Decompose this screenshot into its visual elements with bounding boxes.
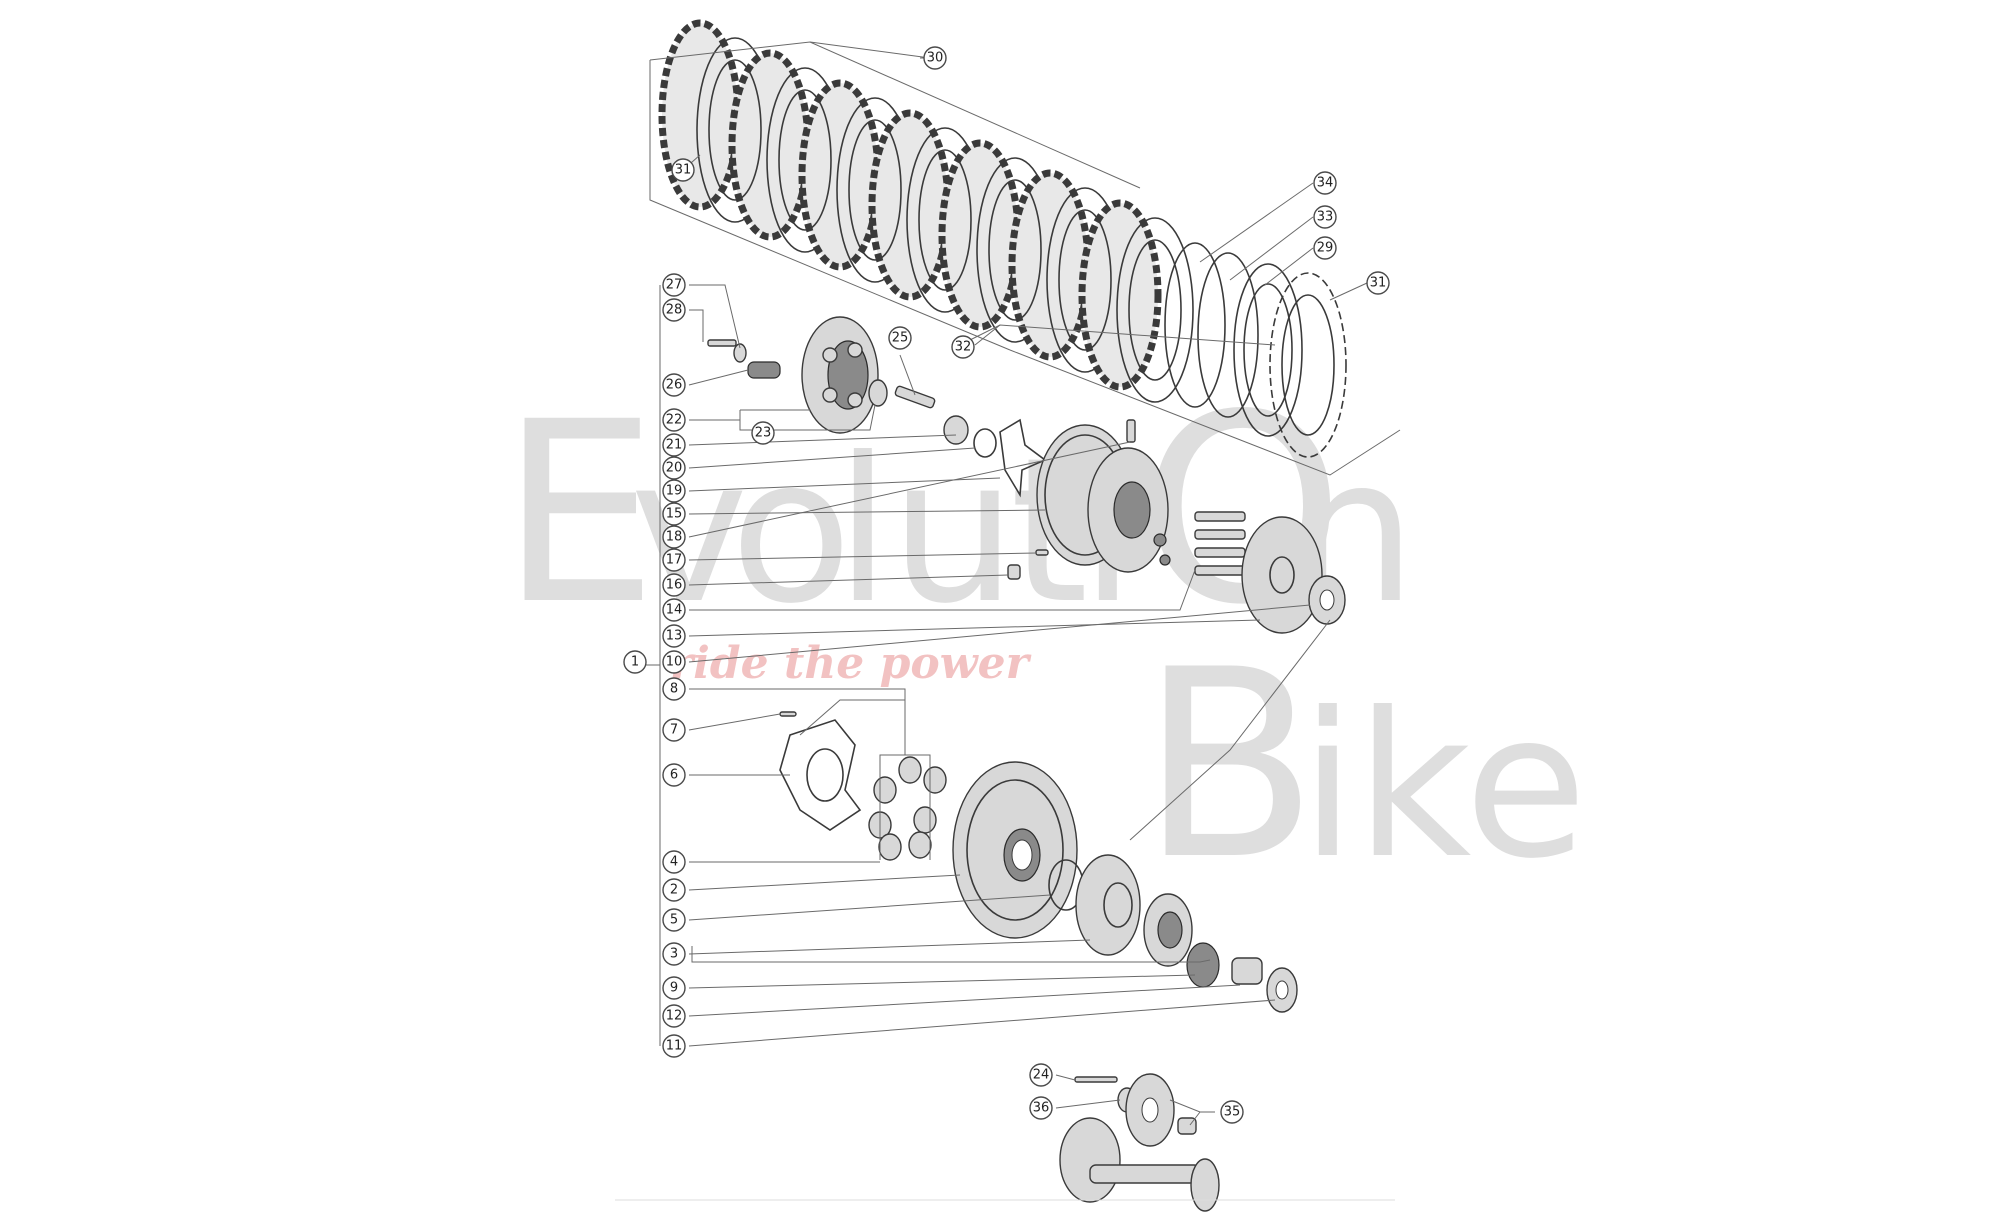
callout-31-left: 31 [671, 158, 695, 182]
watermark-letter-l: l [835, 415, 891, 648]
watermark-letter-e: E [500, 368, 658, 659]
watermark-letter-b: B [1140, 615, 1318, 917]
svg-text:2: 2 [670, 883, 678, 898]
svg-text:6: 6 [670, 768, 678, 783]
svg-text:8: 8 [670, 682, 678, 697]
svg-text:10: 10 [666, 655, 683, 670]
callout-27: 27 [662, 273, 686, 297]
svg-text:34: 34 [1317, 176, 1334, 191]
callout-2: 2 [662, 878, 686, 902]
svg-text:12: 12 [666, 1009, 683, 1024]
svg-text:15: 15 [666, 507, 683, 522]
svg-text:33: 33 [1317, 210, 1334, 225]
svg-text:22: 22 [666, 413, 683, 428]
callout-8: 8 [662, 677, 686, 701]
svg-text:30: 30 [927, 51, 944, 66]
svg-text:31: 31 [1370, 276, 1387, 291]
svg-text:17: 17 [666, 553, 683, 568]
callout-30: 30 [923, 46, 947, 70]
callout-12: 12 [662, 1004, 686, 1028]
lower-gear-group [1059, 1073, 1220, 1212]
callout-11: 11 [662, 1034, 686, 1058]
callout-29: 29 [1313, 236, 1337, 260]
svg-text:32: 32 [955, 340, 972, 355]
svg-text:23: 23 [755, 426, 772, 441]
callout-21: 21 [662, 433, 686, 457]
callout-5: 5 [662, 908, 686, 932]
inner-hub-group [943, 415, 1346, 634]
svg-text:25: 25 [892, 331, 909, 346]
callout-25: 25 [888, 326, 912, 350]
svg-text:20: 20 [666, 461, 683, 476]
callout-32: 32 [951, 335, 975, 359]
outer-basket-group [779, 711, 1298, 1013]
callout-23: 23 [751, 421, 775, 445]
svg-text:11: 11 [666, 1039, 683, 1054]
callout-3: 3 [662, 942, 686, 966]
callout-1: 1 [623, 650, 647, 674]
callout-36: 36 [1029, 1096, 1053, 1120]
callout-20: 20 [662, 456, 686, 480]
svg-text:1: 1 [631, 655, 639, 670]
svg-text:36: 36 [1033, 1101, 1050, 1116]
watermark-tagline: ride the power [670, 638, 1032, 689]
svg-text:16: 16 [666, 578, 683, 593]
leader-lines [635, 57, 1368, 1126]
callout-19: 19 [662, 479, 686, 503]
callout-14: 14 [662, 598, 686, 622]
callout-10: 10 [662, 650, 686, 674]
svg-text:24: 24 [1033, 1068, 1050, 1083]
svg-text:26: 26 [666, 378, 683, 393]
callout-9: 9 [662, 976, 686, 1000]
svg-text:9: 9 [670, 981, 678, 996]
svg-text:5: 5 [670, 913, 678, 928]
watermark-letter-o: o [730, 415, 852, 648]
callout-24: 24 [1029, 1063, 1053, 1087]
svg-text:35: 35 [1224, 1105, 1241, 1120]
callout-4: 4 [662, 850, 686, 874]
callout-28: 28 [662, 298, 686, 322]
watermark-word-ike: ike [1300, 670, 1587, 903]
callout-17: 17 [662, 548, 686, 572]
callout-22: 22 [662, 408, 686, 432]
callout-35: 35 [1220, 1100, 1244, 1124]
svg-text:4: 4 [670, 855, 678, 870]
svg-text:14: 14 [666, 603, 683, 618]
svg-text:3: 3 [670, 947, 678, 962]
clutch-plate-stack [658, 19, 1347, 458]
callout-13: 13 [662, 624, 686, 648]
callout-6: 6 [662, 763, 686, 787]
svg-text:13: 13 [666, 629, 683, 644]
svg-text:7: 7 [670, 723, 678, 738]
callout-18: 18 [662, 525, 686, 549]
svg-text:29: 29 [1317, 241, 1334, 256]
callout-15: 15 [662, 502, 686, 526]
watermark-letter-v: v [630, 415, 748, 648]
callout-7: 7 [662, 718, 686, 742]
callout-34: 34 [1313, 171, 1337, 195]
svg-text:27: 27 [666, 278, 683, 293]
callout-26: 26 [662, 373, 686, 397]
callout-16: 16 [662, 573, 686, 597]
watermark-letter-u: u [890, 415, 1017, 648]
svg-text:18: 18 [666, 530, 683, 545]
callout-31-right: 31 [1366, 271, 1390, 295]
svg-text:19: 19 [666, 484, 683, 499]
svg-text:28: 28 [666, 303, 683, 318]
svg-text:31: 31 [675, 163, 692, 178]
svg-text:21: 21 [666, 438, 683, 453]
callout-33: 33 [1313, 205, 1337, 229]
pressure-plate-group [707, 316, 936, 434]
